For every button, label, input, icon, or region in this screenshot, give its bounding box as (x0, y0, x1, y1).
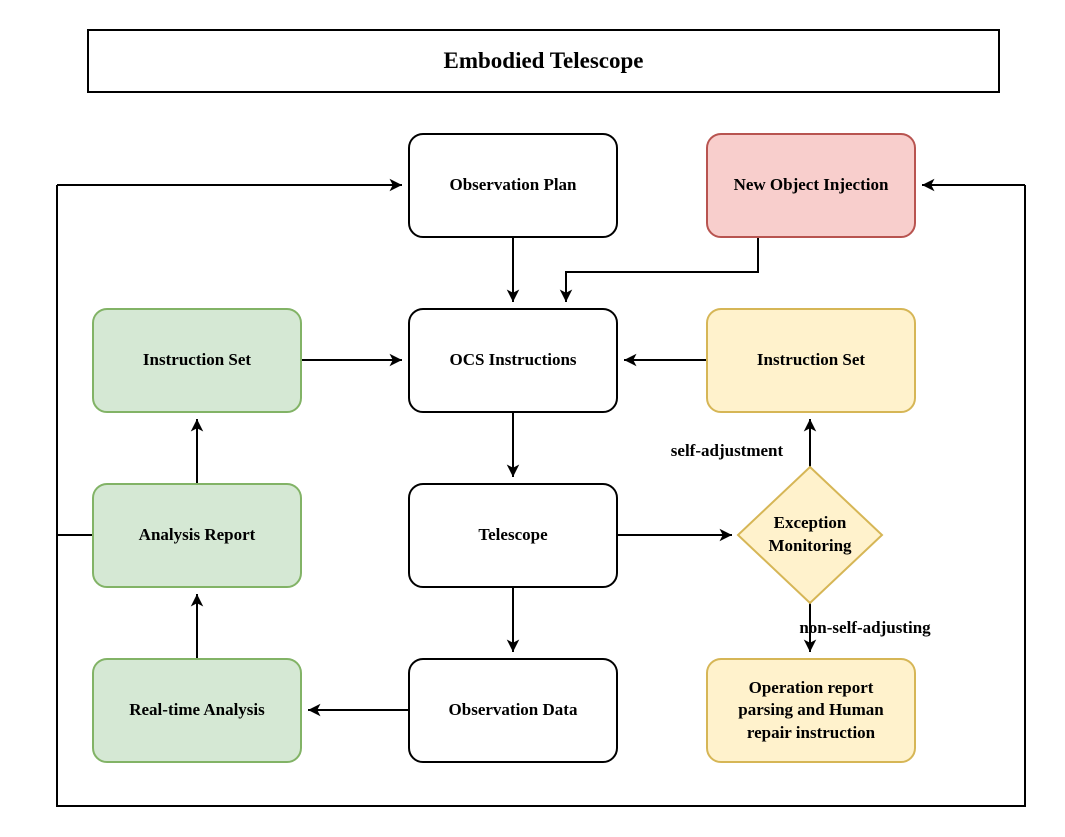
node-telescope: Telescope (408, 483, 618, 588)
edge-label-self-adjustment: self-adjustment (670, 441, 784, 460)
node-new-object-injection-label: New Object Injection (733, 175, 889, 195)
node-exception-monitoring-label: Exception Monitoring (768, 513, 852, 555)
node-observation-data: Observation Data (408, 658, 618, 763)
diagram-title-box: Embodied Telescope (87, 29, 1000, 93)
node-exception-monitoring: Exception Monitoring (738, 493, 882, 577)
node-analysis-report-label: Analysis Report (138, 525, 256, 545)
node-observation-data-label: Observation Data (448, 700, 578, 720)
node-ocs-instructions-label: OCS Instructions (449, 350, 577, 370)
node-telescope-label: Telescope (478, 525, 548, 545)
node-real-time-analysis-label: Real-time Analysis (129, 700, 265, 720)
node-analysis-report: Analysis Report (92, 483, 302, 588)
node-operation-report-parsing-label: Operation report parsing and Human repai… (738, 678, 884, 742)
node-real-time-analysis: Real-time Analysis (92, 658, 302, 763)
node-operation-report-parsing: Operation report parsing and Human repai… (706, 658, 916, 763)
node-instruction-set-right-label: Instruction Set (756, 350, 866, 370)
node-ocs-instructions: OCS Instructions (408, 308, 618, 413)
node-instruction-set-left: Instruction Set (92, 308, 302, 413)
edge-new-object-injection-to-ocs (559, 238, 759, 302)
exception-monitoring-diamond-shape (736, 465, 884, 605)
diagram-title: Embodied Telescope (443, 48, 644, 73)
feedback-loop-border (56, 185, 1026, 807)
node-observation-plan: Observation Plan (408, 133, 618, 238)
node-observation-plan-label: Observation Plan (449, 175, 577, 195)
node-new-object-injection: New Object Injection (706, 133, 916, 238)
node-instruction-set-right: Instruction Set (706, 308, 916, 413)
edge-label-non-self-adjusting: non-self-adjusting (799, 618, 931, 637)
node-instruction-set-left-label: Instruction Set (142, 350, 252, 370)
